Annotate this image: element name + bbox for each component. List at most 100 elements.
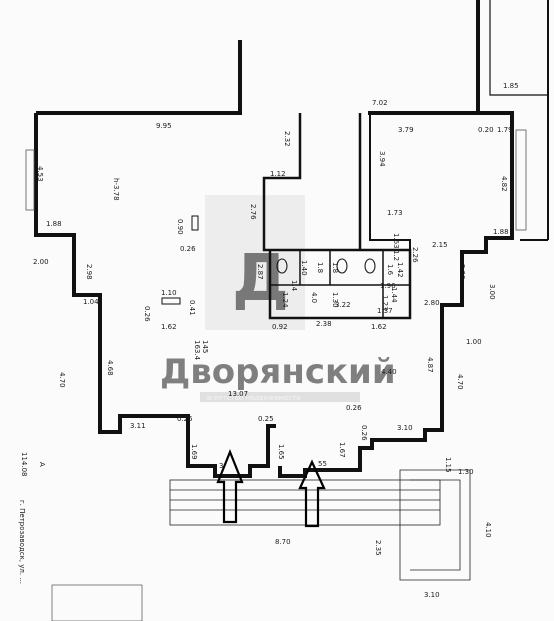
entrance-arrow-right [298,459,326,528]
dim-label: 1.24 [281,292,289,308]
dim-label: 2.35 [374,540,382,556]
outer-wall-west [34,40,276,478]
dim-label: 2.76 [249,204,257,220]
east-room [369,113,411,250]
dim-label: 13.07 [228,390,248,398]
dim-label: 1.37 [377,307,393,315]
dim-label: 3.10 [397,424,413,432]
dim-label: 2.98 [85,264,93,280]
dim-label: 2.87 [256,264,264,280]
ramp [399,469,471,581]
wc-block [268,248,412,320]
dim-label: 0.26 [360,425,368,441]
entrance-steps [169,469,471,581]
dim-label: 1.88 [493,228,509,236]
dim-label: 0.41 [188,300,196,316]
corridor-wall [262,113,362,252]
dim-label: 3.00 [488,284,496,300]
dim-label: 3.79 [398,126,414,134]
dim-label: 1.96 [380,282,396,290]
dim-label: 8.70 [275,538,291,546]
dim-label: 0.20 [478,126,494,134]
dim-label: 0.25 [177,415,193,423]
dim-label: 4.68 [106,360,114,376]
dim-label: 3. [219,462,226,470]
dim-label: 2.80 [424,299,440,307]
wall-east-edge [520,0,549,241]
watermark-bar [200,392,360,402]
dim-label: 2.38 [316,320,332,328]
window [25,149,35,211]
dim-label: 1.10 [161,289,177,297]
margin-code: 114.08 [20,452,28,477]
dim-label: 4.0 [310,292,318,303]
toilet-icon [276,258,288,274]
watermark-subtitle: агентство недвижимости [206,394,301,402]
dimension-labels: 9.95 2.32 7.02 3.79 0.20 1.79 1.85 4.53 … [33,82,519,599]
dim-label: 0.26 [180,245,196,253]
dim-label: 4.40 [381,368,397,376]
dim-label: 0.90 [176,219,184,235]
dim-label: 1.2 [392,250,400,261]
dim-label: 3.10 [424,591,440,599]
dim-label: 4.87 [426,357,434,373]
window [515,129,527,231]
dim-label: 0.26 [143,306,151,322]
dim-label: 55 [318,460,327,468]
dim-label: 1.04 [83,298,99,306]
entrance-arrows [216,449,326,528]
fixtures [161,215,376,305]
dim-label: 1.79 [497,126,513,134]
watermark: Д Дворянский агентство недвижимости [160,195,396,402]
pillar-b [161,297,181,305]
dim-label: 1.67 [338,442,346,458]
dim-label: 1.88 [46,220,62,228]
ceiling-height: h-3.78 [112,178,120,201]
dim-label: 4.10 [484,522,492,538]
margin-letter: А [38,462,46,467]
dim-label: 3.11 [130,422,146,430]
dim-label: 0.25 [258,415,274,423]
dim-label: 3.22 [335,301,351,309]
dim-label: 1.63 [392,233,400,249]
dim-label: 1.4 [290,280,298,292]
dim-label: 1.6 [386,264,394,276]
room-number: 145 [201,340,209,353]
watermark-logo-letter: Д [232,242,289,316]
margin-box [51,584,143,621]
margin-side-text: г. Петрозаводск, ул. ... [18,500,26,584]
outer-wall-east [278,0,514,478]
dim-label: 1.73 [387,209,403,217]
dim-label: 2.32 [283,131,291,147]
watermark-title: Дворянский [160,352,396,392]
dim-label: 1.85 [503,82,519,90]
dim-label: 1.65 [277,444,285,460]
dim-label: 4.70 [58,372,66,388]
dim-label: 1.8 [331,262,339,273]
dim-label: 4.82 [500,176,508,192]
room-area: 163.4 [193,340,201,361]
dim-label: 9.95 [156,122,172,130]
walls [34,0,549,478]
ramp-inner [410,479,461,571]
dim-label: 1.00 [466,338,482,346]
dim-label: 1.69 [190,444,198,460]
entrance-arrow-left [216,449,244,524]
dim-label: 1.30 [331,292,339,308]
dim-label: 0.92 [272,323,288,331]
dim-label: 1.8 [316,262,324,273]
dim-label: 1.23 [381,295,389,311]
dim-label: 1.40 [300,260,308,276]
inner-walls [262,113,412,320]
dim-label: 1.42 [396,262,404,278]
dim-label: 4.70 [456,374,464,390]
toilet-icon [364,258,376,274]
wall-top-right [489,0,548,96]
dim-label: 1.15 [444,457,452,473]
dim-label: 4.53 [36,166,44,182]
dim-label: 2.26 [411,247,419,263]
watermark-logo [205,195,305,330]
dim-label: 1.44 [390,287,398,303]
dim-label: 2.99 [458,264,466,280]
